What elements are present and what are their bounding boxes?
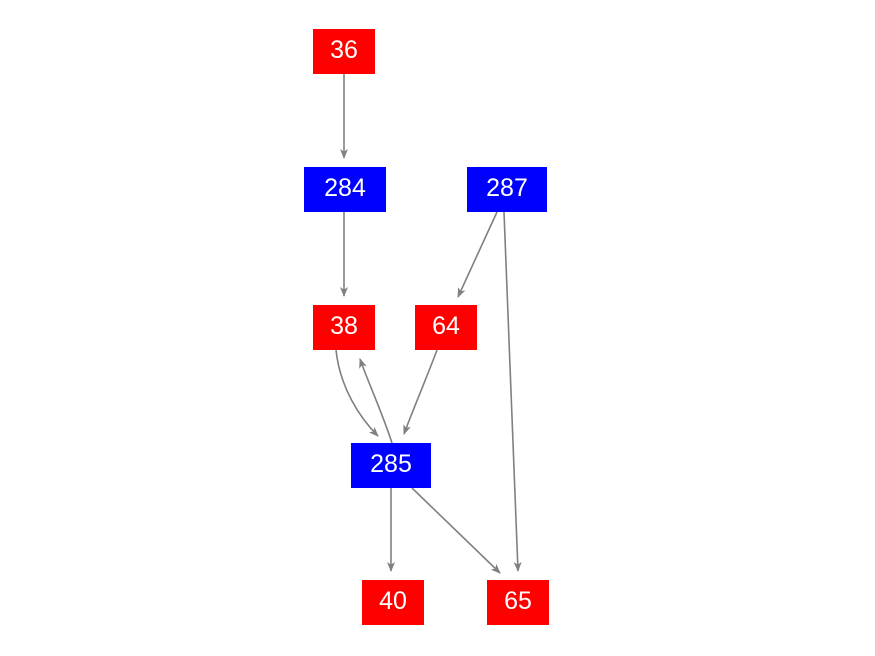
graph-node-284[interactable]: 284: [304, 167, 386, 212]
node-label: 36: [330, 36, 358, 64]
node-label: 64: [432, 312, 460, 340]
node-label: 38: [330, 312, 358, 340]
node-label: 40: [379, 587, 407, 615]
edge-38-285: [335, 349, 379, 437]
edge-285-38: [359, 358, 393, 444]
edge-287-64: [457, 211, 498, 298]
edge-285-65: [411, 487, 501, 574]
graph-node-285[interactable]: 285: [351, 443, 431, 488]
node-label: 65: [504, 587, 532, 615]
node-label: 284: [324, 174, 366, 202]
edge-287-65: [503, 211, 522, 572]
graph-node-64[interactable]: 64: [415, 305, 477, 350]
graph-node-65[interactable]: 65: [487, 580, 549, 625]
graph-node-36[interactable]: 36: [313, 29, 375, 74]
graph-node-38[interactable]: 38: [313, 305, 375, 350]
graph-node-40[interactable]: 40: [362, 580, 424, 625]
node-label: 287: [486, 174, 528, 202]
node-label: 285: [370, 450, 412, 478]
graph-node-287[interactable]: 287: [467, 167, 547, 212]
edge-64-285: [403, 349, 438, 435]
